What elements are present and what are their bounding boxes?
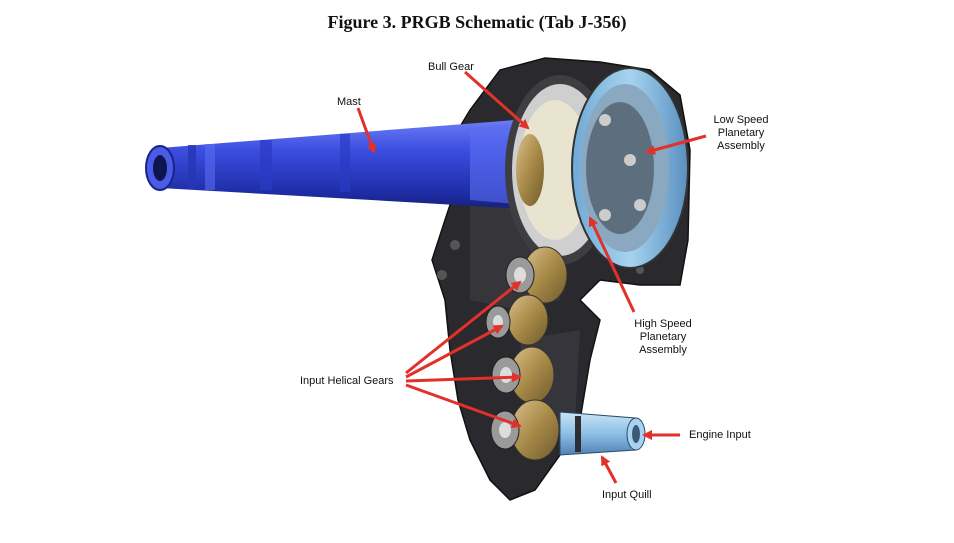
arrow-low-speed: [645, 134, 707, 155]
arrow-helical-4: [405, 383, 522, 428]
low-speed-planetary: [571, 67, 689, 269]
label-high-speed-line3: Assembly: [639, 344, 687, 356]
label-high-speed-line1: High Speed: [634, 318, 692, 330]
label-high-speed-planetary: High Speed Planetary Assembly: [626, 318, 700, 357]
label-engine-input: Engine Input: [689, 429, 751, 441]
arrow-helical-3: [405, 372, 522, 383]
label-input-quill: Input Quill: [602, 489, 652, 501]
label-low-speed-line2: Planetary: [717, 127, 765, 139]
label-bull-gear: Bull Gear: [428, 61, 474, 73]
arrow-helical-1: [405, 280, 522, 375]
label-input-helical-gears: Input Helical Gears: [300, 375, 394, 387]
label-low-speed-planetary: Low Speed Planetary Assembly: [704, 114, 778, 153]
label-mast: Mast: [337, 96, 361, 108]
input-quill: [559, 411, 646, 456]
callout-arrows: [356, 70, 707, 484]
label-low-speed-line1: Low Speed: [713, 114, 769, 126]
arrow-mast: [356, 107, 376, 154]
input-helical-gears: [485, 246, 568, 461]
arrow-high-speed: [588, 216, 636, 313]
label-low-speed-line3: Assembly: [717, 140, 765, 152]
arrow-helical-2: [405, 324, 504, 379]
label-high-speed-line2: Planetary: [639, 331, 687, 343]
figure-title: Figure 3. PRGB Schematic (Tab J-356): [327, 12, 627, 32]
arrow-bull-gear: [464, 70, 530, 130]
arrow-input-quill: [600, 455, 618, 484]
mast-shaft: [145, 118, 545, 210]
